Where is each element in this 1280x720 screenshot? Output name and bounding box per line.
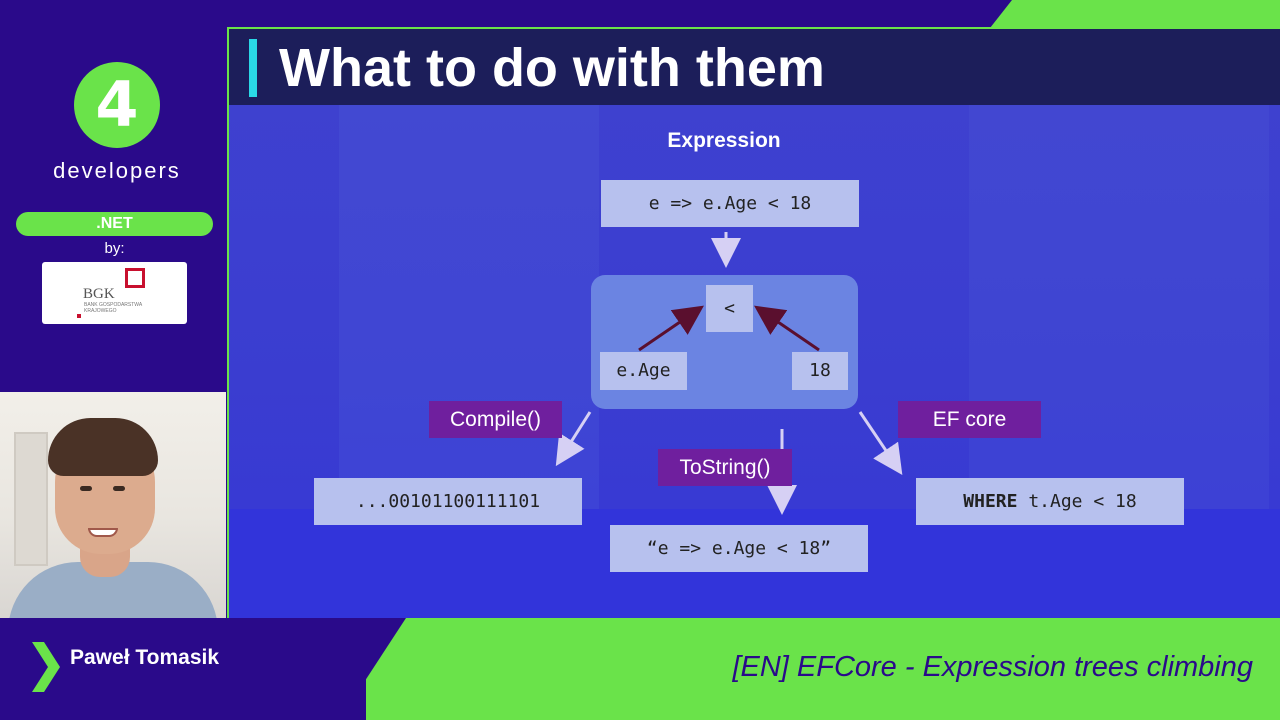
- arrow-left-to-root: [638, 305, 704, 352]
- expression-heading: Expression: [667, 129, 781, 152]
- event-logo-circle: [74, 62, 160, 148]
- sponsor-logo-subtext: BANK GOSPODARSTWA KRAJOWEGO: [84, 302, 142, 314]
- tree-node-left: e.Age: [600, 352, 687, 390]
- tree-node-root: <: [706, 285, 753, 332]
- sponsor-logo-square-icon: [125, 268, 145, 288]
- label-compile: Compile(): [429, 401, 562, 438]
- slide-title-accent: [249, 39, 257, 97]
- slide-bg-panel-left: [339, 105, 599, 515]
- slide-bg-panel-right: [969, 105, 1269, 515]
- talk-title: [EN] EFCore - Expression trees climbing: [732, 651, 1253, 683]
- expression-code-box: e => e.Age < 18: [601, 180, 859, 227]
- output-binary: ...00101100111101: [314, 478, 582, 525]
- webcam-hair: [48, 418, 158, 476]
- sponsor-label: by:: [104, 240, 125, 257]
- chevron-right-icon: [32, 642, 60, 692]
- slide-title: What to do with them: [279, 38, 825, 98]
- event-logo-digit: 4: [95, 68, 139, 141]
- tree-node-right: 18: [792, 352, 848, 390]
- presentation-slide: What to do with them Expression e => e.A…: [227, 27, 1280, 618]
- output-sql: WHERE t.Age < 18: [916, 478, 1184, 525]
- output-string: “e => e.Age < 18”: [610, 525, 868, 572]
- webcam-background-door: [14, 432, 48, 566]
- webcam-mouth: [88, 528, 118, 537]
- speaker-name: Paweł Tomasik: [70, 646, 220, 669]
- sponsor-logo-card: [42, 262, 187, 324]
- label-efcore: EF core: [898, 401, 1041, 438]
- arrow-right-to-root: [754, 305, 820, 352]
- footer-green-panel: [366, 618, 1280, 720]
- top-accent-wedge: [990, 0, 1280, 28]
- output-sql-rest: t.Age < 18: [1017, 491, 1137, 512]
- label-tostring: ToString(): [658, 449, 792, 486]
- sponsor-logo-dot-icon: [77, 314, 81, 318]
- webcam-eye-right: [113, 486, 125, 491]
- arrow-compile: [555, 411, 592, 467]
- arrow-efcore: [858, 411, 903, 475]
- sponsor-logo-text: BGK: [83, 286, 115, 302]
- webcam-eye-left: [80, 486, 92, 491]
- slide-title-bar: [229, 29, 1280, 105]
- event-brand-name: developers: [53, 158, 181, 183]
- output-sql-keyword: WHERE: [963, 491, 1018, 512]
- speaker-webcam: [0, 392, 226, 618]
- track-badge: .NET: [16, 212, 213, 236]
